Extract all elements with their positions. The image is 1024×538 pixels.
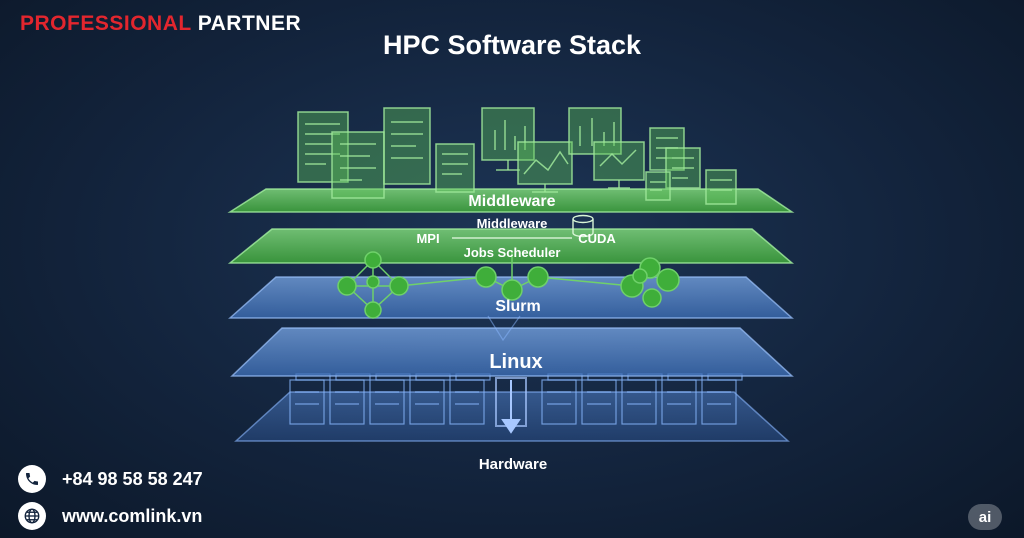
monitor-icon [481,107,535,171]
website-link[interactable]: www.comlink.vn [62,505,203,526]
cuda-label: CUDA [578,231,616,246]
database-icon [705,169,737,205]
document-icon [645,171,671,201]
monitor-icon [517,141,573,193]
mpi-label: MPI [416,231,439,246]
document-icon [665,147,701,189]
database-icon [572,214,594,238]
brand-part-2: PARTNER [197,12,302,35]
page-title: HPC Software Stack [382,30,642,60]
document-icon [297,111,349,183]
server-icon [449,373,491,425]
server-icon [661,373,703,425]
node-network-group [337,250,680,319]
middleware-top-label: Middleware [468,193,555,210]
ai-badge: ai [968,504,1002,530]
jobs-scheduler-label: Jobs Scheduler [464,245,561,260]
server-icon [329,373,371,425]
server-icon [701,373,743,425]
hardware-label: Hardware [479,456,547,473]
document-icon [435,143,475,193]
document-icon [383,107,431,185]
monitor-icon [568,107,622,155]
phone-icon [18,465,46,493]
application-icons-group [297,107,737,205]
server-icon [409,373,451,425]
document-icon [649,127,685,171]
globe-icon [18,502,46,530]
phone-number[interactable]: +84 98 58 58 247 [62,468,203,489]
document-icon [331,131,385,199]
arrow-down-icon [495,377,527,434]
linux-label: Linux [489,351,542,373]
brand-part-1: PROFESSIONAL [20,12,192,35]
monitor-icon [593,141,645,189]
slurm-label: Slurm [495,298,540,315]
linux-layer [230,327,794,377]
contact-phone: +84 98 58 58 247 [18,465,203,493]
contact-website: www.comlink.vn [18,502,202,530]
middleware-label: Middleware [477,216,548,231]
middleware-top-layer [227,188,795,213]
